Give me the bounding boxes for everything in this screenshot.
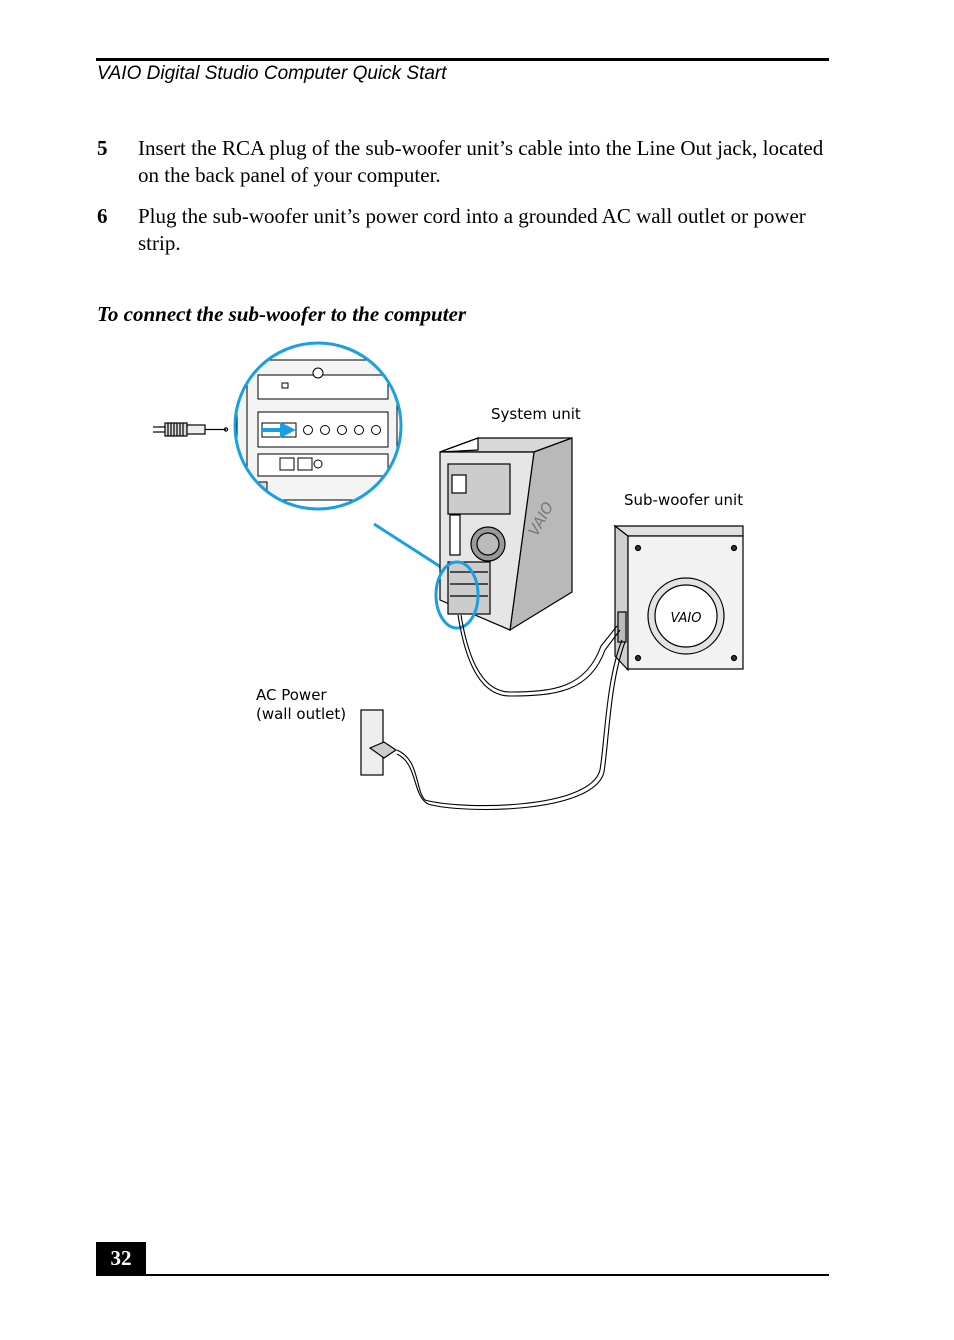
label-ac-power: AC Power (wall outlet) bbox=[256, 686, 347, 723]
subwoofer-vaio-logo: VAIO bbox=[671, 611, 702, 626]
step-number: 5 bbox=[97, 136, 108, 160]
connection-diagram: VAIO VAIO System u bbox=[0, 340, 954, 860]
footer-rule bbox=[96, 1274, 829, 1276]
magnified-panel bbox=[233, 341, 462, 582]
page-number: 32 bbox=[96, 1242, 146, 1275]
rca-plug-icon bbox=[153, 422, 229, 437]
step-number: 6 bbox=[97, 204, 108, 228]
label-subwoofer-unit: Sub-woofer unit bbox=[624, 491, 744, 509]
section-heading: To connect the sub-woofer to the compute… bbox=[97, 302, 467, 326]
system-unit-tower: VAIO bbox=[439, 437, 573, 632]
header-rule bbox=[96, 58, 829, 61]
cables bbox=[396, 614, 626, 811]
diagram-illustration: VAIO VAIO bbox=[153, 341, 744, 811]
step-text: Plug the sub-woofer unit’s power cord in… bbox=[138, 204, 806, 255]
wall-outlet-icon bbox=[360, 709, 398, 776]
label-system-unit: System unit bbox=[491, 405, 581, 423]
subwoofer-unit: VAIO bbox=[613, 524, 744, 672]
line-out-highlight bbox=[434, 560, 480, 630]
step-text: Insert the RCA plug of the sub-woofer un… bbox=[138, 136, 824, 187]
running-header: VAIO Digital Studio Computer Quick Start bbox=[97, 63, 447, 84]
